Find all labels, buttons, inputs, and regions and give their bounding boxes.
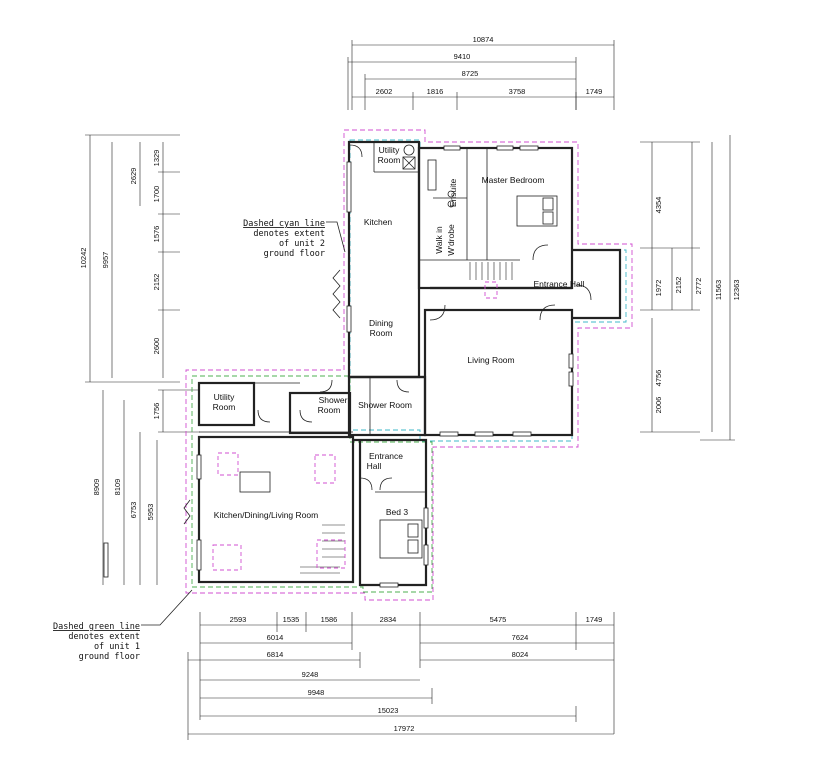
label-walk-in-2: W'drobe <box>446 224 456 256</box>
dim-top-3: 8725 <box>462 69 479 78</box>
label-kitchen-dining-living: Kitchen/Dining/Living Room <box>214 510 318 520</box>
label-living-room: Living Room <box>467 355 514 365</box>
dim-bottom-9: 6814 <box>267 650 284 659</box>
walls <box>197 140 622 587</box>
dim-left-2: 9957 <box>101 252 110 269</box>
dim-left-4: 1329 <box>152 150 161 167</box>
fixtures <box>183 144 592 588</box>
dim-top-2: 9410 <box>454 52 471 61</box>
dim-top-6: 3758 <box>509 87 526 96</box>
dim-right-6: 12363 <box>732 280 741 301</box>
label-utility-room-left-2: Room <box>213 402 236 412</box>
dim-top-1: 10874 <box>473 35 494 44</box>
label-dining-room-1: Dining <box>369 318 393 328</box>
note-green-1: Dashed green line <box>53 622 140 632</box>
note-green-4: ground floor <box>79 652 140 662</box>
note-green-3: of unit 1 <box>94 642 140 652</box>
label-kitchen: Kitchen <box>364 217 393 227</box>
dim-right-5: 11563 <box>714 280 723 300</box>
label-walk-in-1: Walk in <box>434 226 444 254</box>
dim-bottom-11: 9248 <box>302 670 319 679</box>
dim-left-13: 5953 <box>146 504 155 521</box>
bottom-dimensions: 2593 1535 1586 2834 5475 1749 6014 7624 … <box>187 612 615 740</box>
dim-left-7: 2152 <box>152 274 161 291</box>
dim-right-7: 4756 <box>654 370 663 387</box>
dim-left-12: 6753 <box>129 502 138 519</box>
dim-bottom-1: 2593 <box>230 615 247 624</box>
dim-bottom-3: 1586 <box>321 615 338 624</box>
dim-left-11: 8109 <box>113 479 122 496</box>
dim-bottom-5: 5475 <box>490 615 507 624</box>
label-dining-room-2: Room <box>370 328 393 338</box>
dim-bottom-7: 6014 <box>267 633 284 642</box>
label-utility-room-top-1: Utility <box>379 145 401 155</box>
note-cyan-4: ground floor <box>264 249 325 259</box>
label-entrance-hall-mid-1: Entrance <box>369 451 403 461</box>
dim-right-8: 2006 <box>654 397 663 414</box>
dim-bottom-14: 17972 <box>394 724 415 733</box>
dim-top-4: 2602 <box>376 87 393 96</box>
dim-right-2: 1972 <box>654 280 663 297</box>
label-shower-room-left-1: Shower <box>319 395 348 405</box>
label-utility-room-left-1: Utility <box>214 392 236 402</box>
notes: Dashed cyan line denotes extent of unit … <box>53 219 346 662</box>
note-green-2: denotes extent <box>68 632 140 642</box>
dim-right-3: 2152 <box>674 277 683 294</box>
dim-left-5: 1700 <box>152 186 161 203</box>
dim-left-3: 2629 <box>129 168 138 185</box>
dim-left-1: 10242 <box>79 248 88 269</box>
label-shower-room-left-2: Room <box>318 405 341 415</box>
room-labels: Utility Room Kitchen Ensuite Walk in W'd… <box>213 145 585 520</box>
dim-left-8: 2600 <box>152 338 161 355</box>
right-dimensions: 4354 1972 2152 2772 11563 12363 4756 200… <box>640 135 741 441</box>
dim-top-5: 1816 <box>427 87 444 96</box>
label-entrance-hall-right: Entrance Hall <box>533 279 584 289</box>
dim-right-4: 2772 <box>694 278 703 295</box>
dim-bottom-10: 8024 <box>512 650 529 659</box>
note-cyan-2: denotes extent <box>253 229 325 239</box>
left-dimensions: 10242 9957 2629 1329 1700 1576 2152 2600… <box>79 134 200 585</box>
dim-right-1: 4354 <box>654 197 663 214</box>
dim-bottom-13: 15023 <box>378 706 399 715</box>
unit-extent-lines <box>185 129 633 601</box>
dim-bottom-8: 7624 <box>512 633 529 642</box>
label-master-bedroom: Master Bedroom <box>482 175 545 185</box>
dim-left-9: 1756 <box>152 403 161 420</box>
label-entrance-hall-mid-2: Hall <box>367 461 382 471</box>
dim-left-6: 1576 <box>152 226 161 243</box>
dim-top-7: 1749 <box>586 87 603 96</box>
note-cyan-3: of unit 2 <box>279 239 325 249</box>
label-utility-room-top-2: Room <box>378 155 401 165</box>
label-ensuite: Ensuite <box>448 179 458 208</box>
dim-bottom-2: 1535 <box>283 615 300 624</box>
dim-bottom-6: 1749 <box>586 615 603 624</box>
label-shower-room-mid: Shower Room <box>358 400 412 410</box>
label-bed-3: Bed 3 <box>386 507 408 517</box>
dim-left-10: 8909 <box>92 479 101 496</box>
dim-bottom-4: 2834 <box>380 615 397 624</box>
dim-bottom-12: 9948 <box>308 688 325 697</box>
top-dimensions: 10874 9410 8725 2602 1816 3758 1749 <box>347 35 615 110</box>
note-cyan-1: Dashed cyan line <box>243 219 325 229</box>
